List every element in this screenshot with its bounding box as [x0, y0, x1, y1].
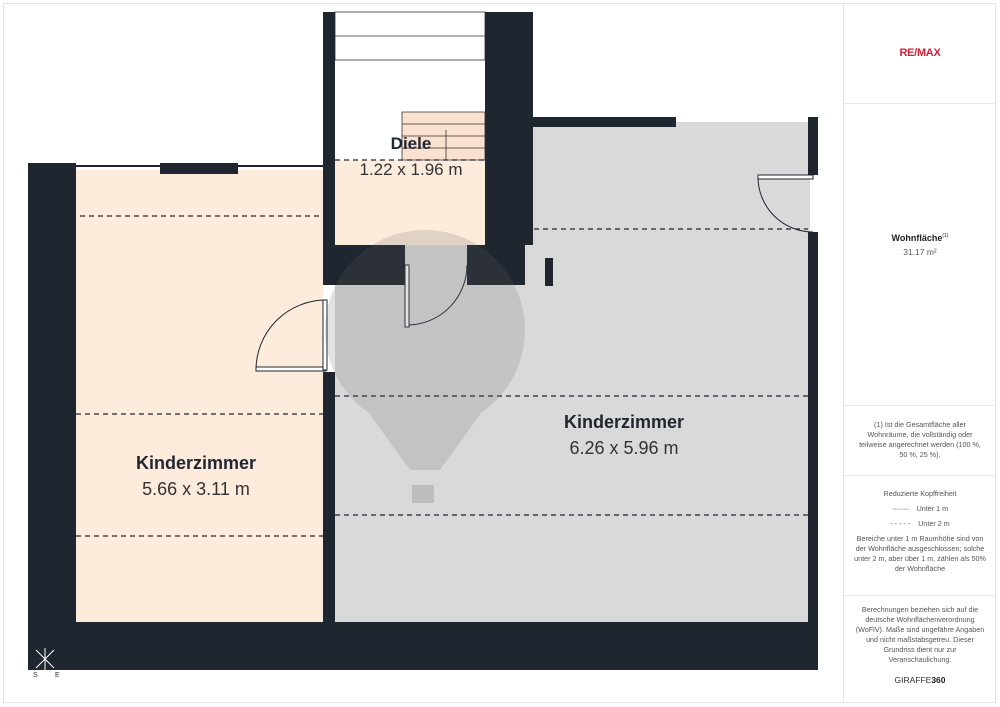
- diele-floor: [335, 160, 485, 245]
- walls: [28, 12, 818, 670]
- room-name-kinderzimmer-2: Kinderzimmer: [564, 412, 684, 432]
- kinderzimmer-right-floor: [525, 122, 810, 622]
- remax-balloon-watermark: [325, 230, 525, 503]
- info-sidebar: RE/MAX Wohnfläche(1) 31.17 m² (1) Ist di…: [843, 3, 996, 703]
- disclaimer-text: Berechnungen beziehen sich auf die deuts…: [855, 605, 985, 664]
- dashed-line-icon: - - - - -: [890, 519, 911, 528]
- room-name-kinderzimmer-1: Kinderzimmer: [136, 453, 256, 473]
- area-value: 31.17 m²: [903, 247, 937, 257]
- legend-1m: Unter 1 m: [916, 504, 949, 513]
- room-name-diele: Diele: [391, 134, 432, 153]
- doors: [255, 174, 814, 372]
- giraffe360-logo: GIRAFFE360: [894, 675, 946, 685]
- page-frame: [3, 3, 996, 703]
- logo-section: RE/MAX: [844, 3, 996, 104]
- compass-e: E: [55, 672, 60, 679]
- floor-plan: Diele 1.22 x 1.96 m Kinderzimmer 5.66 x …: [28, 11, 818, 679]
- kinderzimmer-right-floor: [335, 285, 535, 622]
- compass-icon: [35, 648, 55, 670]
- legend-2m: Unter 2 m: [918, 519, 950, 528]
- room-dims-kinderzimmer-2: 6.26 x 5.96 m: [569, 438, 678, 458]
- area-footnote-marker: (1): [942, 233, 949, 239]
- legend-title: Reduzierte Kopffreiheit: [883, 489, 957, 498]
- room-dims-kinderzimmer-1: 5.66 x 3.11 m: [142, 479, 250, 499]
- room-dims-diele: 1.22 x 1.96 m: [359, 160, 462, 179]
- legend-section: Reduzierte Kopffreiheit ············ Unte…: [844, 476, 996, 596]
- disclaimer-section: Berechnungen beziehen sich auf die deuts…: [844, 596, 996, 703]
- kinderzimmer-left-floor: [76, 170, 323, 622]
- footnote-text: (1) Ist die Gesamtfläche aller Wohnräume…: [859, 420, 981, 459]
- remax-logo: RE/MAX: [899, 47, 941, 59]
- compass-s: S: [33, 672, 38, 679]
- legend-note: Bereiche unter 1 m Raumhöhe sind von der…: [854, 534, 986, 573]
- area-label: Wohnfläche: [891, 233, 943, 243]
- headroom-lines: [76, 159, 808, 537]
- area-section: Wohnfläche(1) 31.17 m²: [844, 104, 996, 406]
- footnote-section: (1) Ist die Gesamtfläche aller Wohnräume…: [844, 406, 996, 476]
- dotted-line-icon: ············: [891, 504, 910, 513]
